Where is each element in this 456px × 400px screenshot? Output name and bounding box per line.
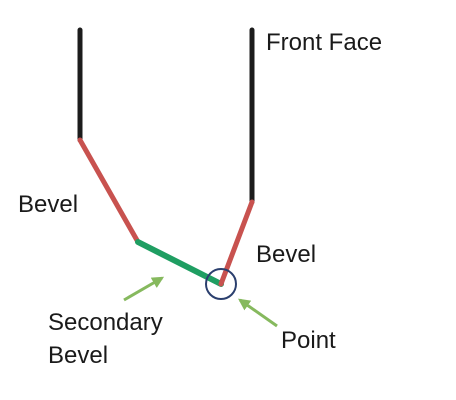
secondary-bevel-label-line1: Secondary <box>48 309 163 336</box>
secondary-bevel-line <box>135 239 224 287</box>
point-label: Point <box>281 327 336 354</box>
right-bevel-label: Bevel <box>256 241 316 268</box>
right-bevel-line <box>218 199 255 287</box>
left-bevel-line <box>77 137 141 245</box>
secondary-bevel-label-line2: Bevel <box>48 342 108 369</box>
secondary-bevel-arrow <box>123 276 165 302</box>
left-bevel-label: Bevel <box>18 191 78 218</box>
point-arrow <box>238 298 278 328</box>
point-circle <box>205 268 237 300</box>
front-face-label: Front Face <box>266 29 382 56</box>
